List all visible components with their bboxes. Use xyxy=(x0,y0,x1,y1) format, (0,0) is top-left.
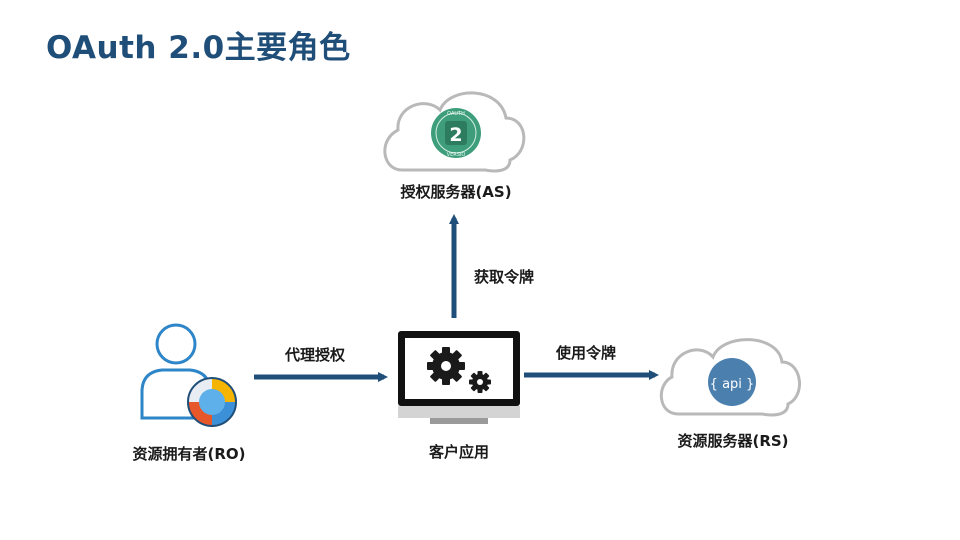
resource-server-label: 资源服务器(RS) xyxy=(677,432,789,450)
resource-owner-node xyxy=(140,323,237,427)
use-token-label: 使用令牌 xyxy=(556,344,617,362)
get-token-label: 获取令牌 xyxy=(474,268,535,286)
authorization-server-node: OAUTH VERSIO 2 xyxy=(383,91,526,173)
oauth-logo-icon: OAUTH VERSIO 2 xyxy=(431,108,481,158)
client-app-label: 客户应用 xyxy=(428,443,490,461)
oauth-logo-ring-top: OAUTH xyxy=(447,111,465,117)
page-title: OAuth 2.0主要角色 xyxy=(46,30,351,66)
resource-owner-label: 资源拥有者(RO) xyxy=(132,445,246,463)
resource-server-node: { api } xyxy=(659,338,801,417)
api-logo-icon: { api } xyxy=(708,358,756,406)
oauth-logo-ring-bottom: VERSIO xyxy=(447,152,466,158)
oauth-logo-number: 2 xyxy=(449,124,462,146)
delegate-auth-label: 代理授权 xyxy=(285,346,346,364)
api-logo-text: { api } xyxy=(710,377,755,392)
client-app-node xyxy=(398,331,520,424)
gears-icon xyxy=(427,347,491,393)
authorization-server-label: 授权服务器(AS) xyxy=(400,183,512,201)
browser-icon xyxy=(187,377,237,427)
